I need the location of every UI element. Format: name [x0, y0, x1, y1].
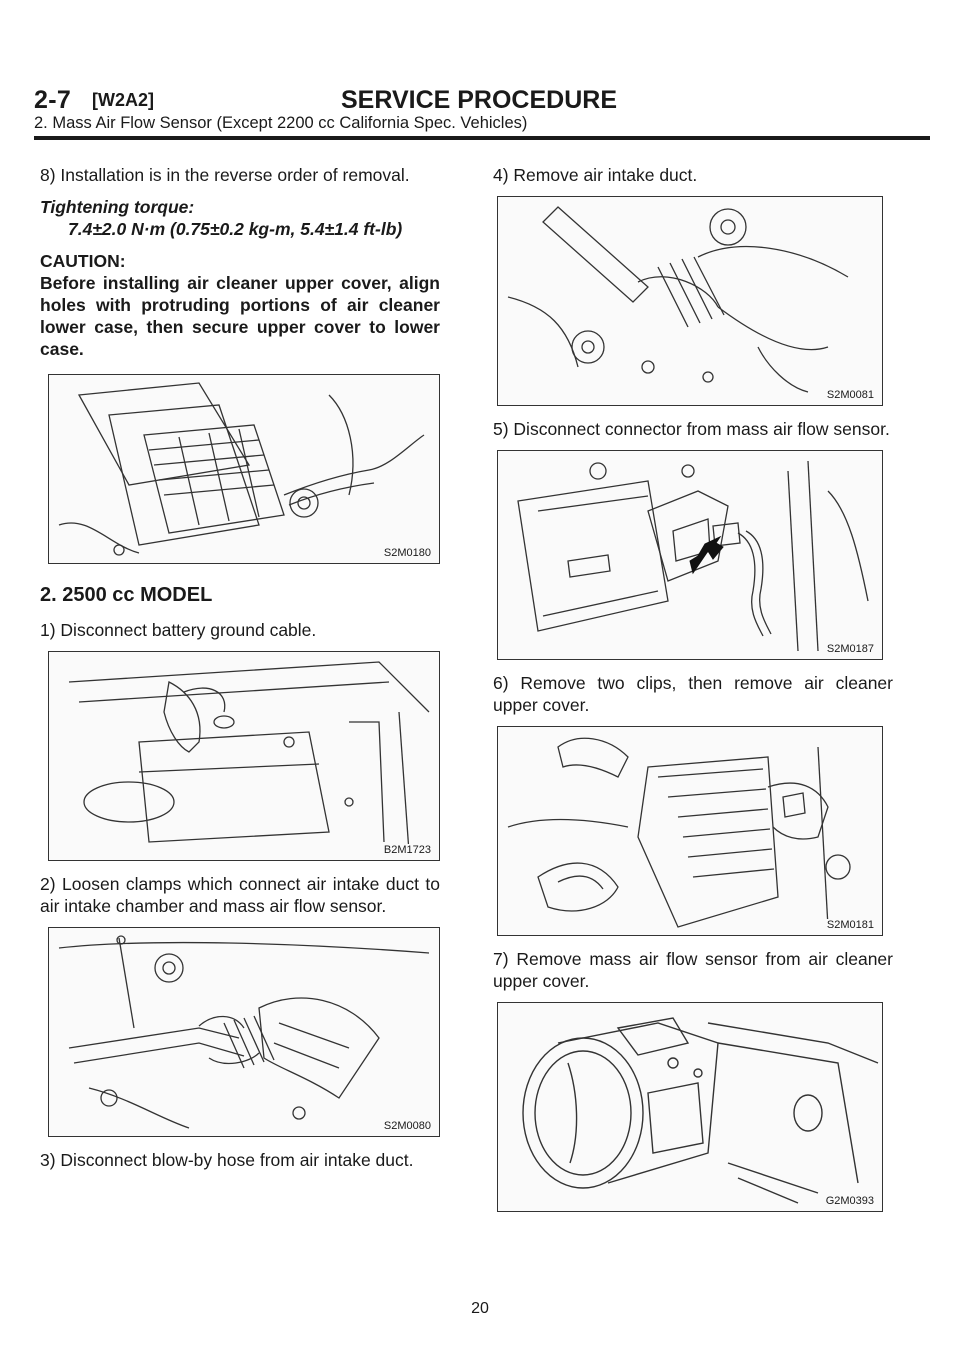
page-subtitle: 2. Mass Air Flow Sensor (Except 2200 cc … [34, 114, 528, 132]
step-2: 2) Loosen clamps which connect air intak… [40, 874, 440, 916]
air-cleaner-cover-illustration [58, 382, 425, 556]
figure-mass-air-flow-connector: S2M0187 [497, 450, 883, 660]
section-number: 2-7 [34, 86, 72, 114]
page-number: 20 [471, 1300, 489, 1317]
step-1: 1) Disconnect battery ground cable. [40, 620, 317, 640]
figure-upper-cover-removal: S2M0181 [497, 726, 883, 936]
step-8: 8) Installation is in the reverse order … [40, 165, 410, 185]
figure-code: B2M1723 [381, 844, 433, 856]
page-title: SERVICE PROCEDURE [341, 86, 617, 114]
step-4: 4) Remove air intake duct. [493, 165, 698, 185]
right-column: 4) Remove air intake duct. S2M0081 5) Di… [493, 164, 893, 1224]
section-code: [W2A2] [92, 90, 154, 110]
battery-cable-illustration [68, 661, 430, 853]
torque-value: 7.4±2.0 N·m (0.75±0.2 kg-m, 5.4±1.4 ft-l… [68, 219, 403, 239]
torque-label: Tightening torque: [40, 197, 195, 217]
caution-heading: CAUTION: [40, 251, 126, 271]
figure-code: S2M0187 [824, 643, 876, 655]
section-heading: 2. 2500 cc MODEL [40, 584, 213, 606]
step-5: 5) Disconnect connector from mass air fl… [493, 419, 890, 439]
upper-cover-removal-illustration [507, 737, 851, 928]
figure-intake-clamps: S2M0080 [48, 927, 440, 1137]
header-rule [34, 136, 930, 140]
figure-code: S2M0181 [824, 919, 876, 931]
intake-clamps-illustration [58, 935, 430, 1129]
caution-text: Before installing air cleaner upper cove… [40, 273, 440, 359]
page-header: 2-7 [W2A2] SERVICE PROCEDURE 2. Mass Air… [34, 86, 930, 146]
step-3: 3) Disconnect blow-by hose from air inta… [40, 1150, 414, 1170]
left-column: 8) Installation is in the reverse order … [40, 164, 440, 1181]
figure-code: S2M0180 [381, 547, 433, 559]
figure-battery-cable: B2M1723 [48, 651, 440, 861]
intake-duct-illustration [507, 206, 849, 393]
figure-mass-air-flow-sensor: G2M0393 [497, 1002, 883, 1212]
figure-code: G2M0393 [823, 1195, 876, 1207]
figure-intake-duct: S2M0081 [497, 196, 883, 406]
figure-code: S2M0081 [824, 389, 876, 401]
mass-air-flow-connector-illustration [517, 460, 869, 652]
figure-air-cleaner-cover: S2M0180 [48, 374, 440, 564]
step-6: 6) Remove two clips, then remove air cle… [493, 673, 893, 715]
mass-air-flow-sensor-illustration [522, 1017, 879, 1204]
figure-code: S2M0080 [381, 1120, 433, 1132]
step-7: 7) Remove mass air flow sensor from air … [493, 949, 893, 991]
